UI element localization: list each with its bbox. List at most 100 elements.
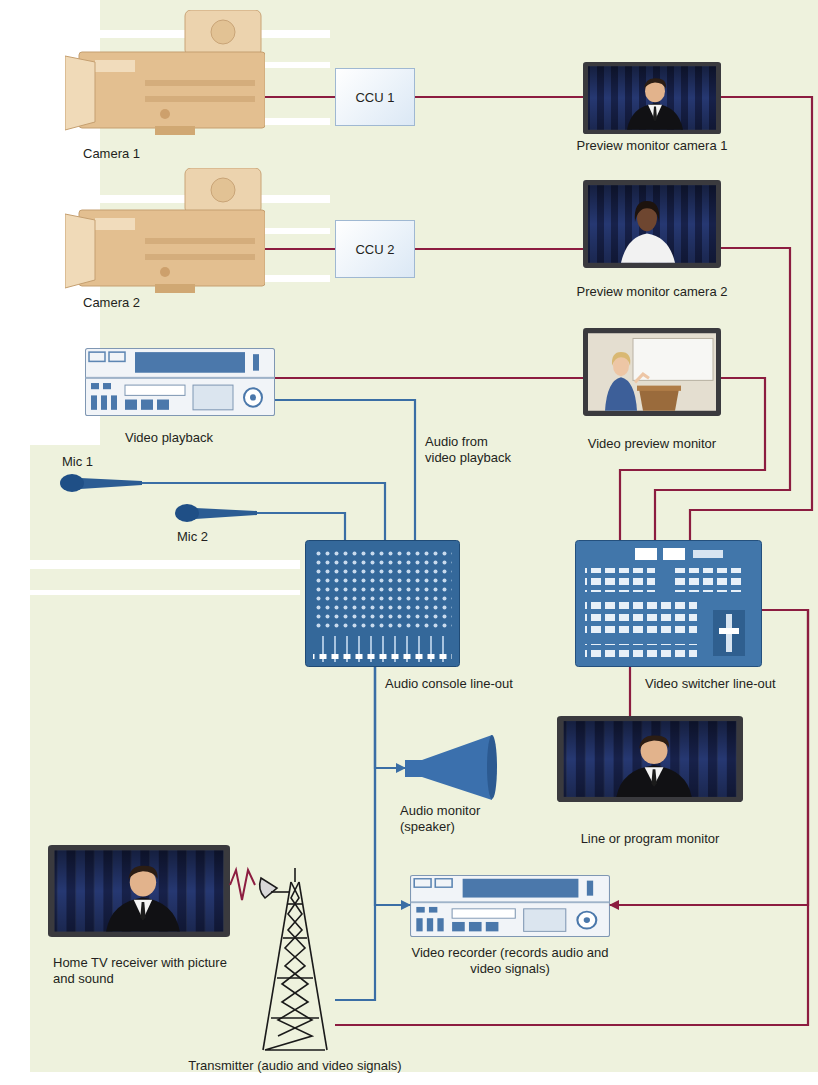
ccu-box: CCU 1 xyxy=(335,68,415,126)
caption: Video recorder (records audio and video … xyxy=(400,945,620,977)
audio-monitor-speaker: Audio monitor (speaker) xyxy=(405,735,493,800)
mic-art-part xyxy=(60,474,84,492)
monitor-art xyxy=(583,328,721,416)
mic-art xyxy=(60,474,257,522)
switcher-art xyxy=(576,541,762,667)
caption: Video preview monitor xyxy=(553,436,751,452)
caption: Camera 1 xyxy=(83,146,203,162)
caption: Audio console line-out xyxy=(385,676,585,692)
switcher-art-part xyxy=(585,602,697,638)
caption: Transmitter (audio and video signals) xyxy=(145,1058,445,1074)
switcher-art-part xyxy=(585,568,655,592)
preview-monitor: Preview monitor camera 1 xyxy=(583,62,721,134)
pale-ground-part xyxy=(0,195,330,203)
console-art xyxy=(306,541,460,667)
switcher-art-part xyxy=(585,644,697,658)
console-art-part xyxy=(313,636,452,662)
tower-art-part xyxy=(271,1017,319,1019)
caption: Preview monitor camera 1 xyxy=(553,138,751,154)
video-recorder: Video recorder (records audio and video … xyxy=(410,875,610,937)
caption: Video switcher line-out xyxy=(645,676,805,692)
caption: Audio monitor (speaker) xyxy=(400,803,500,835)
switcher-art-part xyxy=(719,628,739,634)
monitor-art xyxy=(557,716,743,802)
tv-art xyxy=(48,845,230,937)
video-signal-line xyxy=(335,610,808,1025)
tower-art-part xyxy=(271,891,289,893)
switcher-art-part xyxy=(635,548,657,560)
transmitter-tower: Transmitter (audio and video signals) xyxy=(255,868,335,1050)
switcher-art-part xyxy=(713,610,745,656)
speaker-art-part xyxy=(487,735,497,799)
video-signal-line xyxy=(275,377,583,379)
tower-art-part xyxy=(265,882,325,1050)
tower-art-part xyxy=(278,882,312,1036)
tower-art-part xyxy=(283,937,307,939)
caption: Mic 2 xyxy=(177,529,237,545)
video-signal-line xyxy=(265,248,335,250)
caption: Preview monitor camera 2 xyxy=(553,284,751,300)
pale-ground-part xyxy=(0,560,300,569)
microphone: Mic 2 xyxy=(175,503,257,523)
pale-ground-part xyxy=(0,590,300,595)
pale-ground-part xyxy=(0,30,330,38)
caption: Video playback xyxy=(125,430,275,446)
video-switcher: Video switcher line-out xyxy=(575,540,762,667)
audio-signal-line xyxy=(335,667,375,1000)
speaker-art-part xyxy=(405,735,492,800)
edge-label: Audio from video playback xyxy=(425,434,521,466)
caption: Home TV receiver with picture and sound xyxy=(53,955,228,987)
box-label: CCU 1 xyxy=(355,90,394,105)
tower-art-part xyxy=(260,878,277,898)
audio-signal-line xyxy=(375,667,410,905)
audio-console: Audio console line-out xyxy=(305,540,460,667)
mic-art-part xyxy=(175,504,199,522)
console-art-part xyxy=(306,541,460,667)
caption: Camera 2 xyxy=(83,295,203,311)
mic-art-part xyxy=(195,508,257,519)
preview-monitor: Video preview monitor xyxy=(583,328,721,416)
video-signal-line xyxy=(690,97,812,540)
tower-art-part xyxy=(287,903,303,905)
switcher-art-part xyxy=(693,550,723,558)
tower-art xyxy=(260,868,327,1050)
switcher-art-part xyxy=(663,548,685,560)
camera-art xyxy=(65,10,265,135)
program-monitor: Line or program monitor xyxy=(557,716,743,802)
caption: Line or program monitor xyxy=(557,831,743,847)
microphone: Mic 1 xyxy=(60,473,142,493)
box-label: CCU 2 xyxy=(355,242,394,257)
speaker-art xyxy=(405,735,497,800)
monitor-art xyxy=(583,62,721,134)
monitor-art xyxy=(583,180,721,268)
video-signal-line xyxy=(620,378,765,540)
video-signal-line xyxy=(415,248,583,250)
video-signal-line xyxy=(415,96,583,98)
broadcast-signal xyxy=(230,870,255,900)
ccu-box: CCU 2 xyxy=(335,220,415,278)
video-signal-line xyxy=(629,667,631,716)
caption: Mic 1 xyxy=(62,454,122,470)
audio-signal-line xyxy=(257,513,345,540)
camera: Camera 1 xyxy=(65,10,265,135)
switcher-art-part xyxy=(576,541,762,667)
switcher-art-part xyxy=(675,568,745,592)
camera-art xyxy=(65,168,265,293)
console-art-part xyxy=(313,548,452,632)
camera: Camera 2 xyxy=(65,168,265,293)
video-signal-line xyxy=(610,610,808,905)
video-playback-deck: Video playback xyxy=(85,348,275,416)
mic-art-part xyxy=(80,478,142,489)
deck-art xyxy=(86,349,275,416)
tower-art-part xyxy=(294,868,296,882)
tower-art-part xyxy=(277,977,313,979)
recorder-art xyxy=(411,875,610,936)
home-tv: Home TV receiver with picture and sound xyxy=(48,845,230,937)
video-signal-line xyxy=(265,96,335,98)
pale-ground-part xyxy=(30,0,818,1072)
preview-monitor: Preview monitor camera 2 xyxy=(583,180,721,268)
